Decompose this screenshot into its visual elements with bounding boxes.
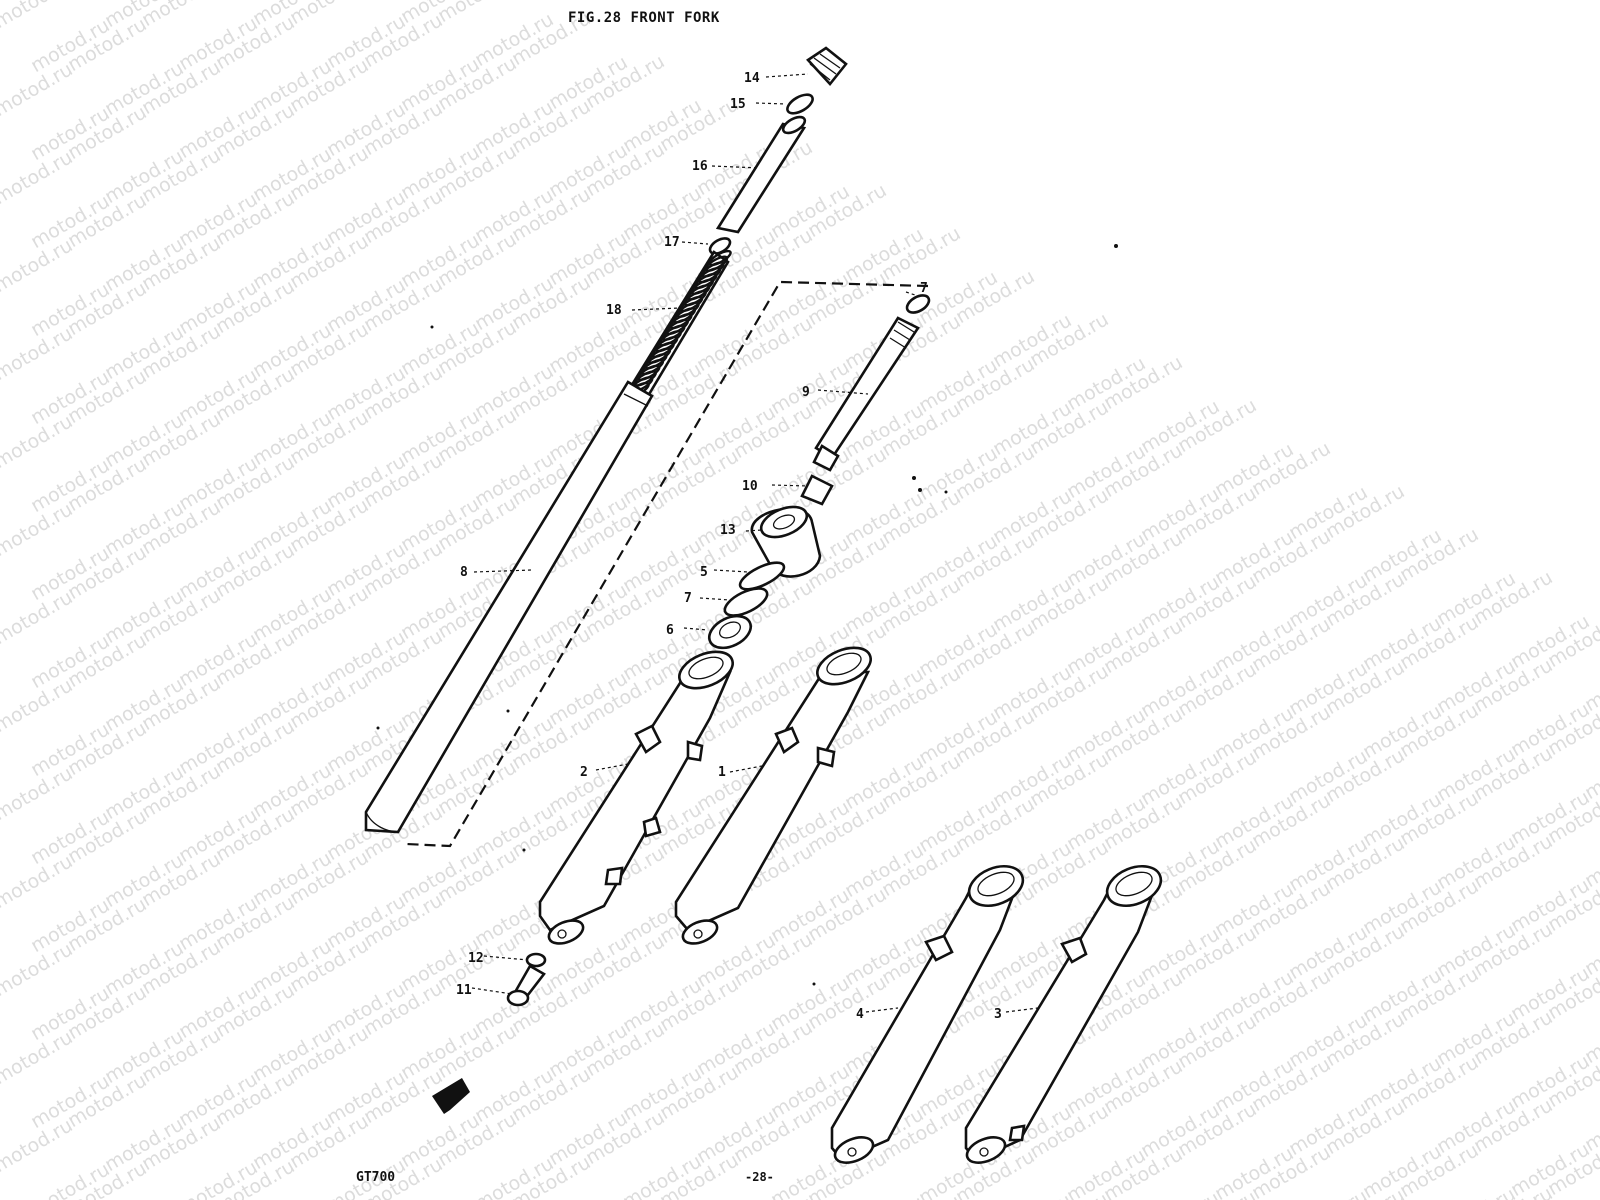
callout-4: 4 [856, 1007, 864, 1022]
figure-title: FIG.28 FRONT FORK [568, 10, 720, 26]
part-circlip [738, 561, 786, 591]
callout-17: 17 [664, 235, 680, 250]
callout-7: 7 [684, 591, 692, 606]
callout-15: 15 [730, 97, 746, 112]
page-number: -28- [745, 1170, 774, 1184]
part-outer-tube-left [538, 650, 734, 945]
callout-7-top: 7 [920, 281, 928, 296]
part-outer-tube-lower-left [830, 864, 1025, 1164]
callout-18: 18 [606, 303, 622, 318]
callout-13: 13 [720, 523, 736, 538]
callout-12: 12 [468, 951, 484, 966]
callout-6: 6 [666, 623, 674, 638]
part-cap-bolt [806, 46, 848, 86]
callout-9: 9 [802, 385, 810, 400]
part-oil-seal [707, 614, 753, 650]
part-drain-washer [525, 952, 547, 968]
leader-lines [471, 73, 1039, 1013]
model-label: GT700 [356, 1170, 396, 1185]
callout-14: 14 [744, 71, 760, 86]
part-spacer-tube [715, 115, 807, 234]
callout-1: 1 [718, 765, 726, 780]
callout-5: 5 [700, 565, 708, 580]
part-outer-tube-lower-right [964, 864, 1163, 1164]
callout-2: 2 [580, 765, 588, 780]
part-dust-seal [750, 505, 822, 578]
callout-8: 8 [460, 565, 468, 580]
part-damper-piece [800, 474, 834, 506]
part-fork-spring [626, 249, 732, 399]
assembly-bracket [405, 280, 929, 848]
part-washer-top [905, 294, 931, 314]
callout-16: 16 [692, 159, 708, 174]
callout-3: 3 [994, 1007, 1002, 1022]
part-drain-bolt [506, 964, 546, 1007]
part-small-block [432, 1078, 470, 1114]
part-o-ring-top [786, 93, 814, 115]
part-inner-tube [364, 380, 654, 834]
callout-11: 11 [456, 983, 472, 998]
callout-10: 10 [742, 479, 758, 494]
print-specks [376, 244, 1118, 986]
part-damper-rod [812, 316, 920, 472]
part-outer-tube-right [674, 646, 872, 945]
part-washer [723, 587, 769, 617]
